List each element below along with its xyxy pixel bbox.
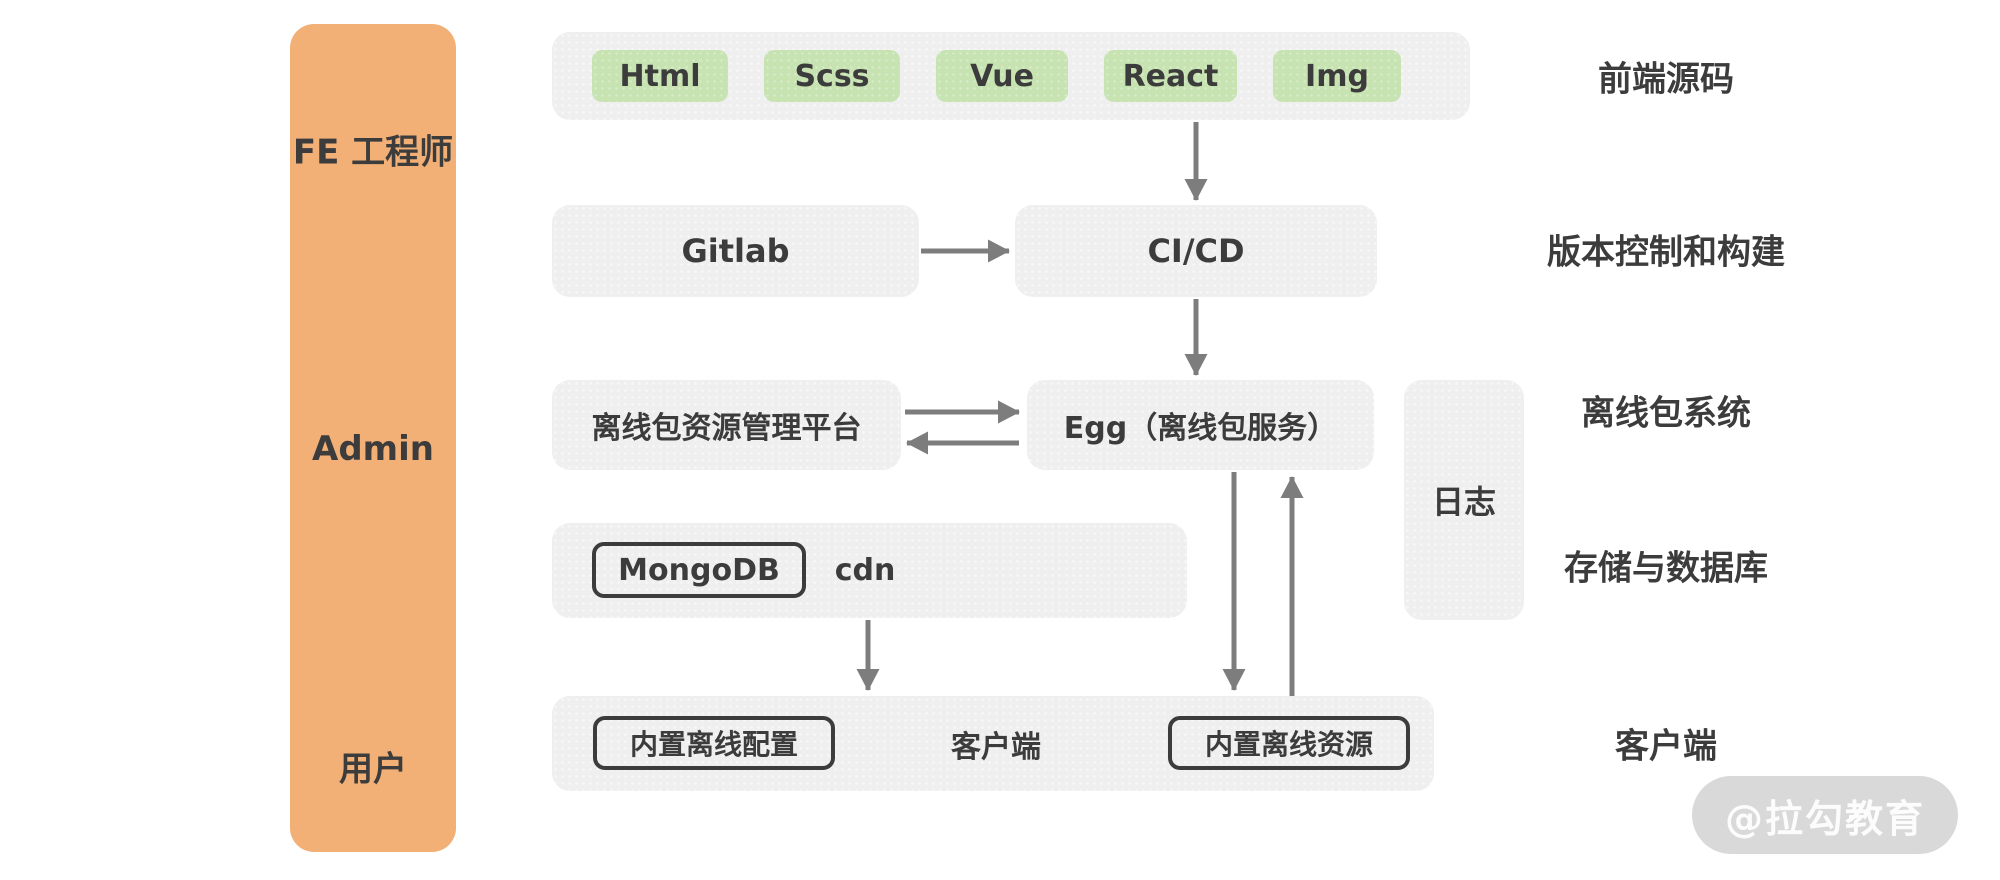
frontend-source-panel: Html Scss Vue React Img (552, 32, 1470, 120)
watermark-badge: @拉勾教育 (1692, 776, 1958, 854)
tag-vue: Vue (936, 50, 1068, 102)
client-panel: 内置离线配置 客户端 内置离线资源 (552, 696, 1434, 791)
stage-label-frontend-source: 前端源码 (1598, 59, 1734, 100)
stage-label-vcs-build: 版本控制和构建 (1547, 232, 1785, 273)
tag-scss: Scss (764, 50, 900, 102)
node-offline-admin-platform: 离线包资源管理平台 (552, 380, 901, 470)
stage-label-offline-system: 离线包系统 (1581, 393, 1751, 434)
tag-img: Img (1273, 50, 1401, 102)
node-builtin-offline-resource: 内置离线资源 (1168, 716, 1410, 770)
node-cicd: CI/CD (1015, 205, 1377, 297)
tag-html: Html (592, 50, 728, 102)
actor-label-user: 用户 (339, 749, 407, 790)
actor-bar: FE 工程师 Admin 用户 (290, 24, 456, 852)
storage-panel: MongoDB cdn (552, 523, 1187, 618)
tag-react: React (1104, 50, 1237, 102)
stage-label-client: 客户端 (1615, 726, 1717, 767)
stage-label-storage-db: 存储与数据库 (1564, 548, 1768, 589)
node-client-label: 客户端 (951, 729, 1041, 765)
node-cdn: cdn (834, 553, 896, 588)
node-log: 日志 (1404, 380, 1524, 620)
node-mongodb: MongoDB (592, 542, 806, 598)
actor-label-fe-engineer: FE 工程师 (292, 132, 454, 173)
node-egg-service: Egg（离线包服务） (1027, 380, 1374, 470)
actor-label-admin: Admin (312, 429, 434, 469)
node-gitlab: Gitlab (552, 205, 919, 297)
node-builtin-offline-config: 内置离线配置 (593, 716, 835, 770)
